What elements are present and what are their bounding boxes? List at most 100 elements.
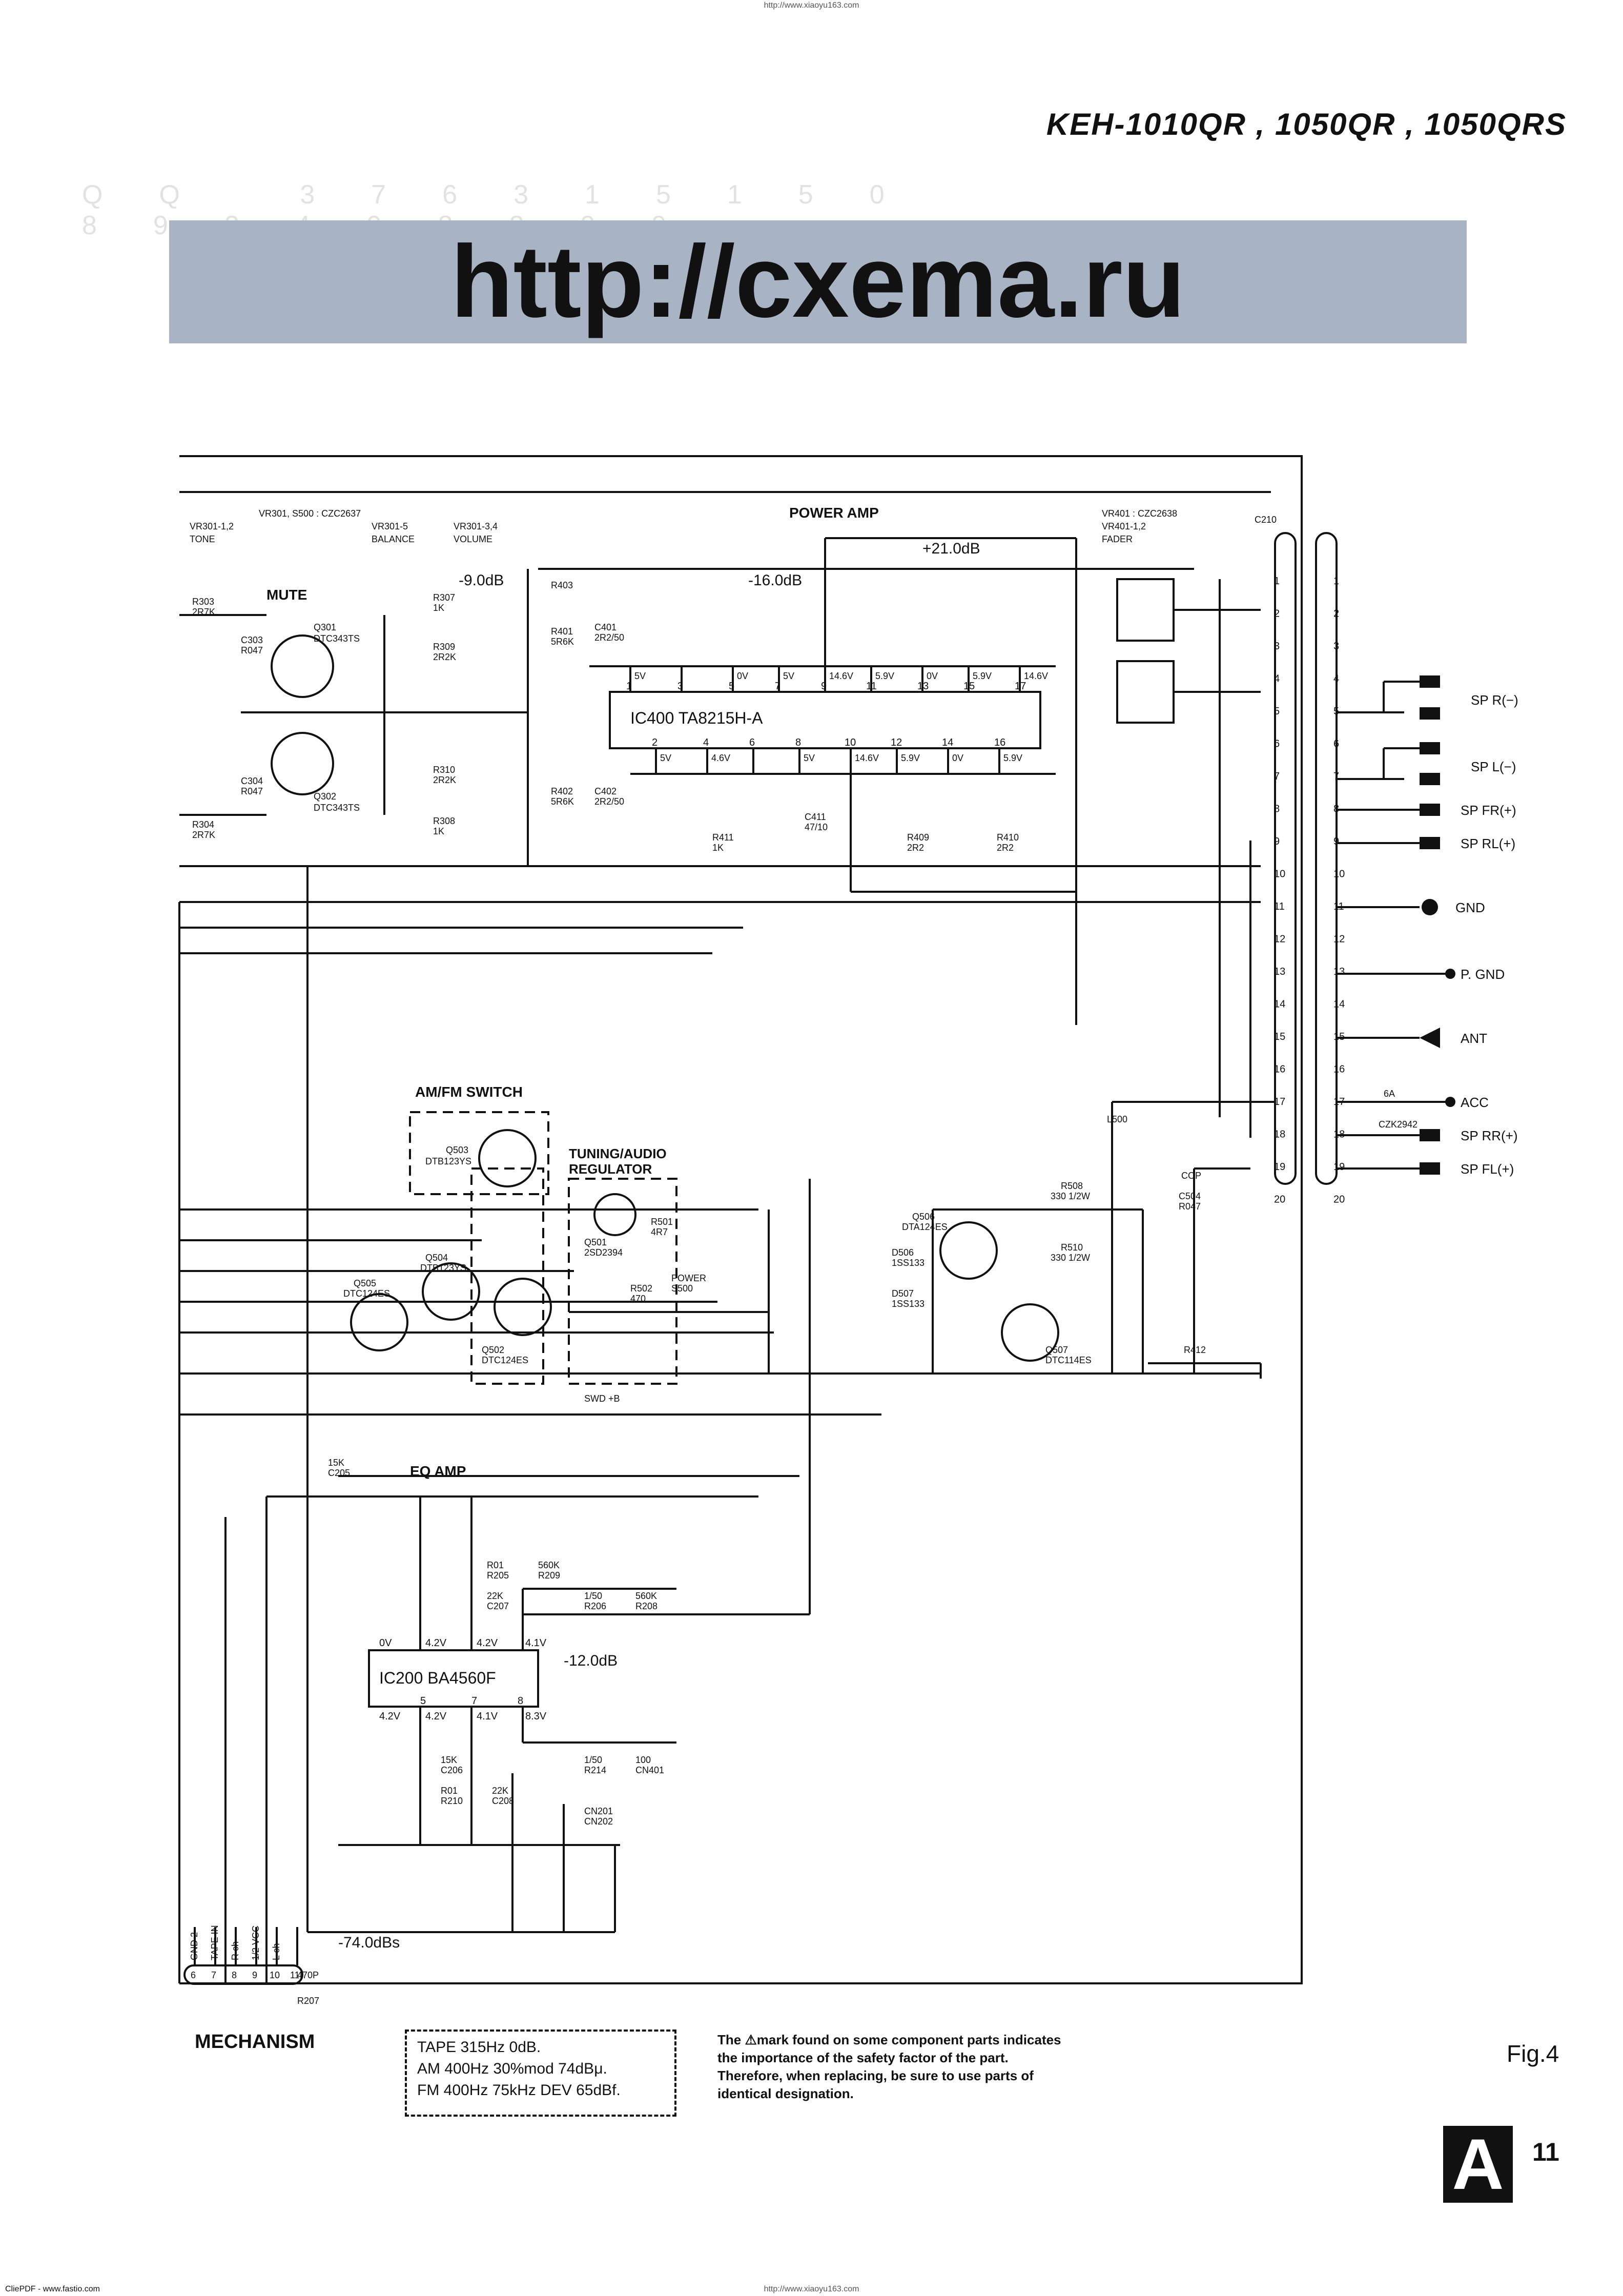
ic400-pin: 9 [821, 681, 827, 692]
ic400-pin: 1 [626, 681, 632, 692]
connector-pin-number: 8 [1333, 804, 1339, 815]
component-label: DTB123YS [425, 1156, 471, 1166]
ic200-pin: 7 [471, 1695, 477, 1707]
cn201-pin: 8 [232, 1970, 237, 1980]
output-sp-fr-plus: SP FR(+) [1461, 803, 1516, 818]
component-label: Q505 [354, 1278, 376, 1288]
component-label: 1K [712, 843, 724, 853]
output-sp-rr-plus: SP RR(+) [1461, 1128, 1518, 1143]
component-label: R409 [907, 832, 929, 843]
component-label: R214 [584, 1765, 606, 1775]
tape-note-line: TAPE 315Hz 0dB. [417, 2039, 541, 2056]
connector-pin-number: 6 [1333, 739, 1339, 750]
connector-pin-number: 5 [1274, 706, 1280, 717]
component-label: 2R7K [192, 607, 215, 617]
component-label: 1K [433, 826, 444, 836]
connector-pin-number: 13 [1274, 966, 1285, 977]
component-label: R210 [441, 1796, 463, 1806]
component-label: R510 [1061, 1242, 1083, 1253]
tone-label: TONE [190, 534, 215, 544]
cn202-label: R207 [297, 1996, 319, 2006]
ic400-voltage: 5.9V [875, 671, 894, 681]
cn201-pin: 7 [211, 1970, 216, 1980]
figure-label: Fig.4 [1507, 2040, 1559, 2067]
connector-pin-number: 10 [1274, 869, 1285, 880]
component-label: 560K [635, 1591, 657, 1601]
component-label: 22K [487, 1591, 503, 1601]
ic400-top-pins: 1 3 5 7 9 11 13 15 17 [626, 681, 1026, 692]
component-label: R501 [651, 1217, 673, 1227]
ic400-voltage: 14.6V [1024, 671, 1048, 681]
ic400-voltage: 5.9V [1003, 753, 1022, 763]
component-label: S500 [671, 1283, 693, 1294]
connector-pin-number: 11 [1274, 901, 1285, 912]
output-p-gnd: P. GND [1461, 967, 1505, 982]
ic400-voltage: 0V [737, 671, 748, 681]
component-label: C303 [241, 635, 263, 645]
cn201-pin: 10 [270, 1970, 280, 1980]
output-acc: ACC [1461, 1095, 1489, 1110]
connector-pin-number: 11 [1333, 901, 1344, 912]
component-label: C205 [328, 1468, 350, 1478]
mute-label: MUTE [266, 587, 307, 603]
vr301-label: VR301, S500 : CZC2637 [259, 508, 361, 519]
banner-text: http://cxema.ru [450, 224, 1185, 339]
ic400-voltage: 5.9V [901, 753, 920, 763]
level-1: -9.0dB [459, 572, 504, 589]
component-label: C504 [1179, 1191, 1201, 1201]
ic400-pin: 14 [942, 737, 953, 748]
component-label: DTC343TS [314, 633, 360, 644]
component-label: C304 [241, 776, 263, 786]
component-label: R309 [433, 642, 455, 652]
component-label: R508 [1061, 1181, 1083, 1191]
connector-pin-number: 16 [1274, 1064, 1285, 1075]
component-label: 330 1/2W [1051, 1253, 1090, 1263]
safety-note-line: The ⚠mark found on some component parts … [717, 2032, 1061, 2047]
connector-pin-number: 9 [1333, 836, 1339, 847]
component-label: R209 [538, 1570, 560, 1581]
ic400-pin: 15 [963, 681, 975, 692]
component-label: DTC343TS [314, 803, 360, 813]
ic400-voltage: 0V [952, 753, 963, 763]
component-label: C206 [441, 1765, 463, 1775]
connector-pin-number: 1 [1274, 576, 1280, 587]
bottom-url: http://www.xiaoyu163.com [764, 2285, 859, 2293]
connector-pin-number: 17 [1333, 1096, 1345, 1108]
cn201-pin: 11 [290, 1970, 300, 1980]
component-label: DTC114ES [1045, 1355, 1092, 1365]
ic200-voltage: 0V [379, 1637, 392, 1649]
component-label: CZK2942 [1379, 1119, 1417, 1130]
output-sp-fl-plus: SP FL(+) [1461, 1161, 1514, 1177]
ic200-voltage: 4.2V [379, 1711, 401, 1722]
connector-pin-number: 20 [1274, 1194, 1285, 1205]
component-label: 22K [492, 1786, 508, 1796]
vr301-34-label: VR301-3,4 [454, 521, 498, 531]
component-label: R205 [487, 1570, 509, 1581]
balance-label: BALANCE [372, 534, 415, 544]
component-label: 100 [635, 1755, 651, 1765]
component-label: SWD +B [584, 1393, 620, 1404]
component-label: R047 [241, 786, 263, 796]
ic400-label: IC400 TA8215H-A [630, 709, 763, 727]
component-label: R402 [551, 786, 573, 796]
output-sp-r-minus: SP R(−) [1471, 692, 1518, 708]
cn201-signal: TAPE IN [210, 1925, 220, 1960]
component-label: 2R7K [192, 830, 215, 840]
component-label: R401 [551, 626, 573, 637]
component-label: R403 [551, 580, 573, 590]
safety-note-line: identical designation. [717, 2086, 854, 2101]
component-label: 560K [538, 1560, 560, 1570]
connector-pin-number: 18 [1333, 1129, 1345, 1140]
cn401-label: C210 [1255, 515, 1277, 525]
component-label: CN401 [635, 1765, 664, 1775]
component-label: 1SS133 [892, 1299, 925, 1309]
top-url: http://www.xiaoyu163.com [764, 1, 859, 10]
ic200-label: IC200 BA4560F [379, 1669, 496, 1687]
component-label: Q501 [584, 1237, 607, 1247]
connector-pin-number: 2 [1274, 608, 1280, 620]
fader-label: FADER [1102, 534, 1133, 544]
level-2: -16.0dB [748, 572, 802, 589]
component-label: R307 [433, 592, 455, 603]
component-label: Q504 [425, 1253, 448, 1263]
ic400-voltage: 5V [660, 753, 671, 763]
